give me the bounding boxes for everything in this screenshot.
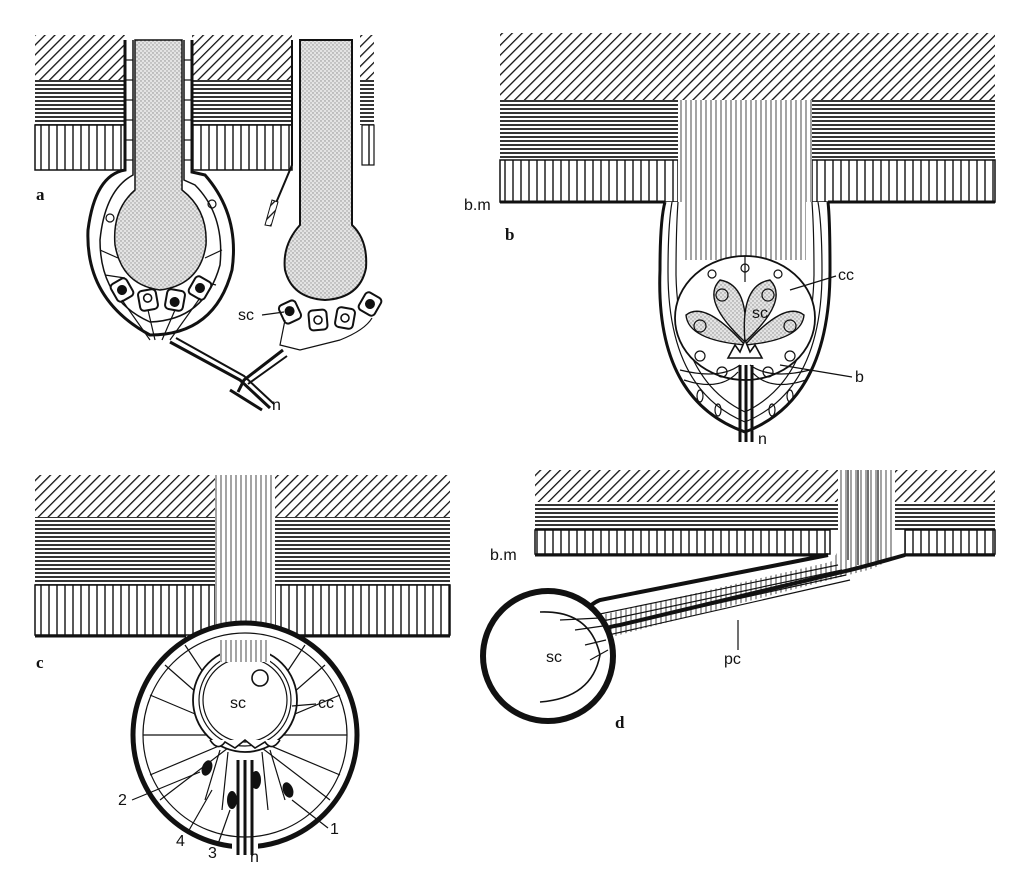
sensory-peg-right xyxy=(285,40,367,300)
pore-canal-b xyxy=(678,100,812,210)
nerve-a xyxy=(170,338,287,410)
label-cc-c: cc xyxy=(318,695,334,712)
epidermis-layer xyxy=(35,125,125,170)
label-sc-d: sc xyxy=(546,649,562,666)
label-3-c: 3 xyxy=(208,845,217,862)
label-1-c: 1 xyxy=(330,821,339,838)
label-2-c: 2 xyxy=(118,792,127,809)
panel-letter-d: d xyxy=(615,713,625,732)
panel-c: c sc cc n 1 2 3 4 xyxy=(35,475,450,866)
label-sc-c: sc xyxy=(230,695,246,712)
label-n-a: n xyxy=(272,397,281,414)
panel-a: a sc n xyxy=(35,35,383,414)
panel-d: d b.m sc pc xyxy=(483,470,995,732)
label-sc-a: sc xyxy=(238,307,254,324)
label-bm-d: b.m xyxy=(490,547,517,564)
panel-letter-b: b xyxy=(505,225,514,244)
cuticle-diagonal-layer xyxy=(35,35,125,80)
panel-b: b b.m cc sc b n xyxy=(464,33,995,448)
panel-letter-c: c xyxy=(36,653,44,672)
label-sc-b: sc xyxy=(752,305,768,322)
label-pc-d: pc xyxy=(724,651,741,668)
panel-letter-a: a xyxy=(36,185,45,204)
label-n-b: n xyxy=(758,431,767,448)
label-n-c: n xyxy=(250,849,259,866)
label-bm-b: b.m xyxy=(464,197,491,214)
label-b-b: b xyxy=(855,369,864,386)
cuticle-horizontal-layer xyxy=(35,80,125,125)
label-cc-b: cc xyxy=(838,267,854,284)
label-4-c: 4 xyxy=(176,833,185,850)
